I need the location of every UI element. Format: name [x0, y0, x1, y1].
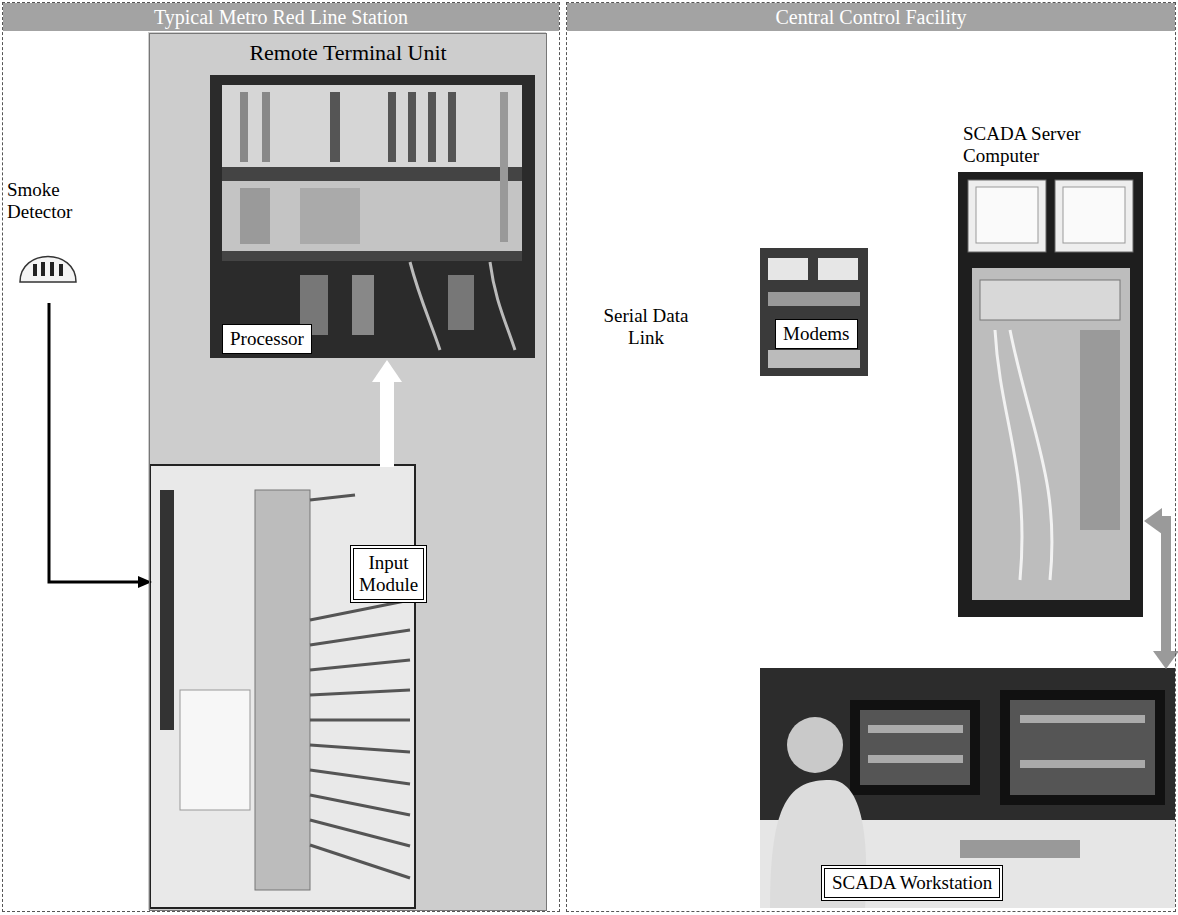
label-holder: Serial Data Link [596, 305, 696, 349]
server-rack [958, 172, 1143, 617]
modem-card [768, 258, 808, 280]
equipment-unit [980, 280, 1120, 320]
wire [310, 495, 355, 500]
card [262, 92, 270, 162]
monitor-screen [1063, 187, 1125, 243]
card [330, 92, 340, 162]
detector-slot [33, 264, 37, 276]
keyboard [960, 840, 1080, 858]
workstation-box: SCADA Workstation [761, 669, 1176, 909]
part-label: Smoke Detector [7, 179, 72, 223]
wire [310, 719, 410, 722]
station-panel: Typical Metro Red Line StationRemote Ter… [2, 2, 560, 912]
server-box: SCADA Server Computer [959, 173, 1144, 618]
part-label: Modems [775, 319, 858, 349]
detector-slot [59, 264, 63, 276]
panel-heading: Typical Metro Red Line Station [3, 3, 559, 31]
smoke-detector-icon [20, 257, 76, 283]
processor-box: Processor [212, 77, 537, 360]
panel-heading: Central Control Facility [567, 3, 1175, 31]
terminal-block [255, 490, 310, 890]
equipment-unit [1080, 330, 1120, 530]
monitor [968, 180, 1046, 252]
card [428, 92, 436, 162]
monitor [1055, 180, 1133, 252]
screen-bar [1020, 760, 1145, 768]
card [300, 188, 360, 244]
card [240, 92, 248, 162]
part-label: SCADA Workstation [821, 865, 1003, 901]
modem-rack [760, 248, 868, 376]
wire [310, 820, 410, 846]
wire [310, 745, 410, 752]
rtu-box: Remote Terminal UnitProcessorInput Modul… [149, 33, 547, 911]
module-frame [150, 465, 415, 908]
card [448, 92, 456, 162]
connector-arrow [380, 382, 394, 467]
box-heading: Remote Terminal Unit [150, 40, 546, 65]
processor-photo [210, 75, 535, 358]
card [408, 92, 416, 162]
control-panel: Central Control FacilityModems SCADA Serv… [566, 2, 1176, 912]
detector-slot [50, 262, 54, 276]
ribbon-cable [180, 690, 250, 810]
modems-photo [760, 248, 868, 376]
connector [448, 275, 474, 330]
modem-card [768, 292, 860, 306]
wire [310, 770, 410, 784]
cable [1010, 330, 1052, 580]
input-module-box: Input Module [152, 467, 417, 910]
part-label: Input Module [350, 545, 427, 603]
connector [352, 275, 374, 335]
monitor-screen [976, 187, 1038, 243]
screen-bar [868, 755, 963, 763]
server-photo [958, 172, 1143, 617]
screen-bar [868, 725, 963, 733]
modem-card [768, 350, 860, 368]
rtu-ground [148, 32, 546, 910]
rack-frame [210, 75, 535, 358]
monitor [850, 700, 980, 795]
modems-box: Modems [761, 249, 869, 377]
card [388, 92, 396, 162]
wire [310, 660, 410, 670]
detector-slot [41, 262, 45, 276]
rack-panel [222, 181, 522, 251]
monitor [1000, 690, 1165, 805]
part-label: SCADA Server Computer [963, 123, 1098, 167]
connector-arrow [49, 303, 138, 582]
detector-dome [20, 257, 76, 283]
wire [310, 600, 410, 620]
wire [310, 630, 410, 645]
equipment [972, 268, 1130, 600]
operator-head [787, 717, 843, 773]
wire [310, 795, 410, 815]
rack-bar [222, 167, 522, 181]
room [760, 668, 1175, 908]
screen-bar [1020, 715, 1145, 723]
connector-arrow [1162, 521, 1166, 651]
cable [410, 262, 440, 350]
card [500, 92, 508, 242]
workstation-photo [760, 668, 1175, 908]
modem-card [818, 258, 858, 280]
wire [310, 690, 410, 695]
rack-panel [222, 85, 522, 167]
smoke-detector: Smoke Detector [7, 179, 97, 303]
cable [490, 262, 515, 350]
terminal-strip [160, 490, 174, 730]
input-module-photo [150, 465, 415, 908]
wire [310, 845, 410, 878]
link-label: Serial Data Link [596, 305, 696, 349]
monitor-screen [860, 710, 970, 785]
card [240, 188, 270, 244]
rack-bar [222, 251, 522, 261]
monitor-screen [1010, 700, 1155, 795]
part-label: Processor [222, 324, 312, 354]
